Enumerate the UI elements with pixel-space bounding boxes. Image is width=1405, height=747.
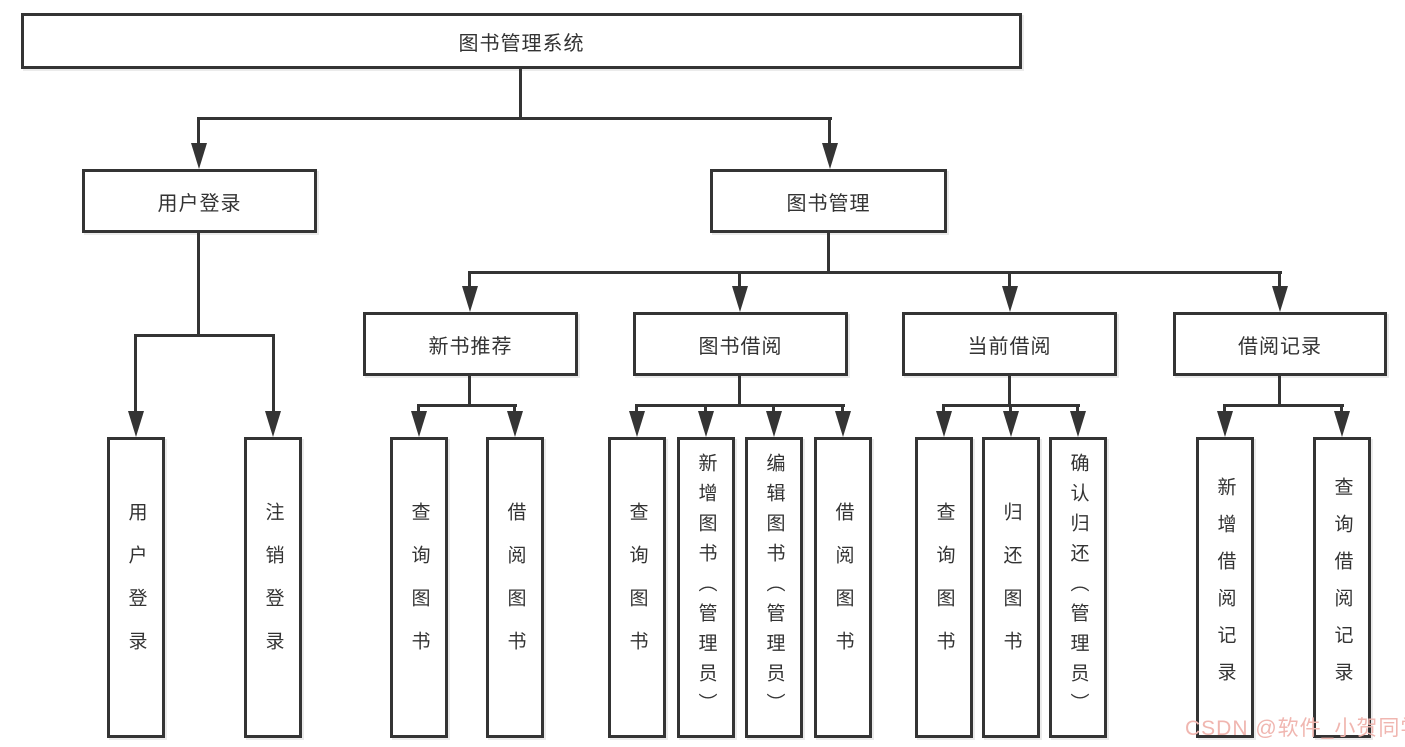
node-book-mgmt: 图书管理 (710, 169, 947, 233)
arrow-book-borrow (732, 286, 748, 312)
connector-book-borrow-stem (738, 376, 741, 406)
node-new-book-rec: 新书推荐 (363, 312, 578, 376)
connector-drop-borrow-records (1278, 273, 1281, 288)
node-leaf-bb-borrow-label: 借阅图书 (832, 501, 854, 674)
node-leaf-bb-query-label: 查询图书 (626, 501, 648, 674)
connector-drop-leaf-user-login (134, 336, 137, 416)
arrow-bb-add (698, 411, 714, 437)
node-leaf-cb-confirm: 确认归还（管理员） (1049, 437, 1107, 738)
node-leaf-cb-return-label: 归还图书 (1000, 501, 1022, 674)
node-leaf-br-query-label: 查询借阅记录 (1331, 476, 1353, 699)
node-leaf-bb-borrow: 借阅图书 (814, 437, 872, 738)
connector-current-borrow-stem (1008, 376, 1011, 406)
node-current-borrow: 当前借阅 (902, 312, 1117, 376)
node-book-mgmt-label: 图书管理 (786, 192, 871, 215)
node-leaf-nb-query: 查询图书 (390, 437, 448, 738)
connector-user-login-stem (197, 233, 200, 337)
arrow-cb-return (1003, 411, 1019, 437)
node-borrow-records: 借阅记录 (1173, 312, 1387, 376)
connector-new-book-rec-stem (468, 376, 471, 406)
node-leaf-bb-edit: 编辑图书（管理员） (745, 437, 803, 738)
arrow-br-query (1334, 411, 1350, 437)
node-leaf-br-add: 新增借阅记录 (1196, 437, 1254, 738)
node-leaf-user-login-label: 用户登录 (125, 501, 147, 674)
arrow-borrow-records (1272, 286, 1288, 312)
arrow-bb-edit (766, 411, 782, 437)
node-leaf-bb-edit-label: 编辑图书（管理员） (763, 452, 785, 723)
connector-drop-book-mgmt (828, 118, 831, 148)
connector-drop-new-book-rec (468, 273, 471, 288)
node-leaf-nb-borrow: 借阅图书 (486, 437, 544, 738)
node-leaf-bb-add: 新增图书（管理员） (677, 437, 735, 738)
arrow-nb-borrow (507, 411, 523, 437)
arrow-current-borrow (1002, 286, 1018, 312)
arrow-br-add (1217, 411, 1233, 437)
arrow-leaf-user-login (128, 411, 144, 437)
connector-root-stem (519, 68, 522, 119)
node-book-borrow: 图书借阅 (633, 312, 848, 376)
node-book-borrow-label: 图书借阅 (698, 335, 783, 358)
arrow-bb-query (629, 411, 645, 437)
node-leaf-logout-label: 注销登录 (262, 501, 284, 674)
connector-book-mgmt-stem (827, 233, 830, 274)
node-leaf-nb-query-label: 查询图书 (408, 501, 430, 674)
node-leaf-user-login: 用户登录 (107, 437, 165, 738)
node-leaf-br-query: 查询借阅记录 (1313, 437, 1371, 738)
node-leaf-nb-borrow-label: 借阅图书 (504, 501, 526, 674)
arrow-bb-borrow (835, 411, 851, 437)
arrow-cb-confirm (1070, 411, 1086, 437)
node-leaf-cb-return: 归还图书 (982, 437, 1040, 738)
node-leaf-cb-query: 查询图书 (915, 437, 973, 738)
node-user-login-group-label: 用户登录 (157, 192, 242, 215)
node-borrow-records-label: 借阅记录 (1238, 335, 1322, 358)
arrow-user-login (191, 143, 207, 169)
node-leaf-bb-add-label: 新增图书（管理员） (695, 452, 717, 723)
connector-drop-leaf-logout (272, 336, 275, 416)
connector-current-borrow-rail (942, 404, 1080, 407)
node-leaf-br-add-label: 新增借阅记录 (1214, 476, 1236, 699)
connector-borrow-records-rail (1223, 404, 1344, 407)
node-current-borrow-label: 当前借阅 (967, 335, 1052, 358)
connector-book-borrow-rail (635, 404, 845, 407)
node-root: 图书管理系统 (21, 13, 1022, 69)
connector-level2-rail (468, 271, 1282, 274)
node-user-login-group: 用户登录 (82, 169, 317, 233)
connector-drop-user-login (197, 118, 200, 148)
csdn-watermark: CSDN @软件_小贺同学 (1185, 717, 1405, 740)
connector-drop-book-borrow (738, 273, 741, 288)
connector-new-book-rec-rail (417, 404, 517, 407)
connector-user-login-rail (134, 334, 275, 337)
node-leaf-logout: 注销登录 (244, 437, 302, 738)
arrow-book-mgmt (822, 143, 838, 169)
arrow-new-book-rec (462, 286, 478, 312)
arrow-nb-query (411, 411, 427, 437)
node-new-book-rec-label: 新书推荐 (428, 335, 513, 358)
connector-borrow-records-stem (1278, 376, 1281, 406)
connector-level1-rail (197, 117, 832, 120)
node-leaf-bb-query: 查询图书 (608, 437, 666, 738)
node-leaf-cb-query-label: 查询图书 (933, 501, 955, 674)
node-leaf-cb-confirm-label: 确认归还（管理员） (1067, 452, 1089, 723)
node-root-label: 图书管理系统 (458, 32, 585, 55)
arrow-leaf-logout (265, 411, 281, 437)
connector-drop-current-borrow (1008, 273, 1011, 288)
arrow-cb-query (936, 411, 952, 437)
